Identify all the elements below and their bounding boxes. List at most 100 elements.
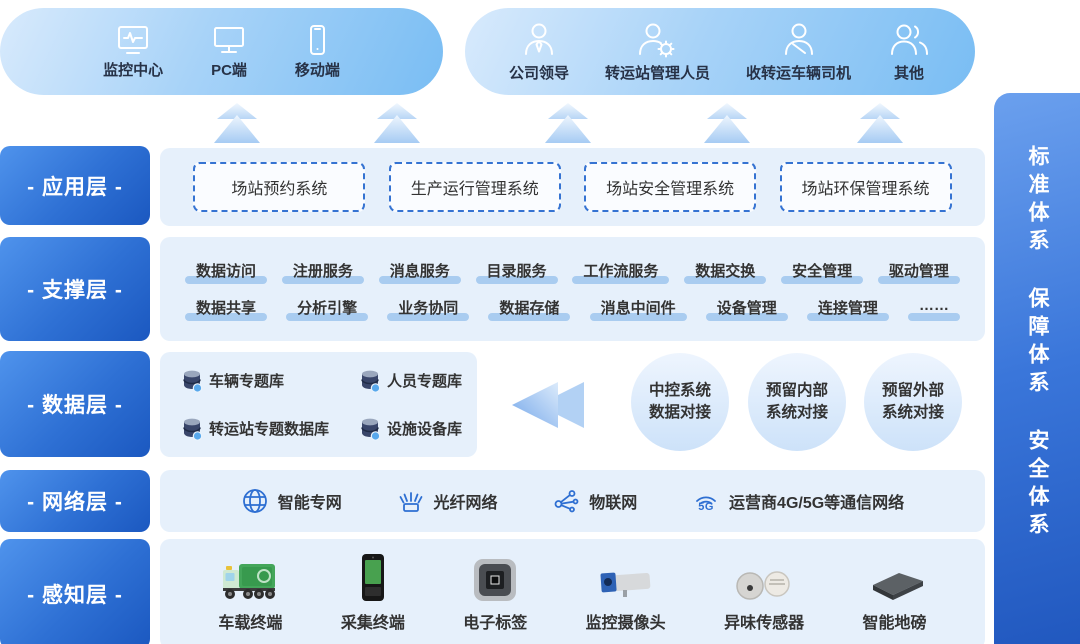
support-service: 驱动管理	[877, 260, 960, 285]
database-item: 人员专题库	[360, 369, 477, 393]
support-service: 安全管理	[781, 260, 864, 285]
device-item: 车载终端	[218, 551, 282, 633]
chip-underline	[475, 276, 558, 285]
chip-underline	[281, 276, 364, 285]
pillar-standard-system: 标准体系	[1026, 145, 1049, 257]
database-label: 设施设备库	[387, 421, 463, 438]
support-layer-panel: 数据访问 注册服务 消息服务 目录服务 工作流服务 数据交换 安全管理 驱动管理…	[160, 237, 985, 341]
system-box: 场站预约系统	[193, 162, 366, 212]
integration-line1: 预留外部	[881, 382, 944, 400]
up-arrow-icon	[545, 103, 591, 143]
chip-underline	[907, 312, 960, 321]
terminal-pc: PC端	[211, 24, 247, 80]
others-icon	[891, 24, 929, 55]
device-label: 监控摄像头	[585, 615, 666, 632]
application-layer-panel: 场站预约系统 生产运行管理系统 场站安全管理系统 场站环保管理系统	[160, 148, 985, 226]
support-service: 分析引擎	[286, 297, 369, 321]
up-arrow-icon	[374, 103, 420, 143]
system-box: 场站安全管理系统	[584, 162, 757, 212]
chip-underline	[589, 312, 687, 321]
integration-line1: 中控系统	[648, 382, 711, 400]
system-box: 生产运行管理系统	[388, 162, 561, 212]
role-label: 其他	[894, 64, 925, 82]
role-station-manager: 转运站管理人员	[605, 21, 710, 83]
chip-underline	[877, 276, 960, 285]
terminal-label: 移动端	[294, 61, 340, 79]
device-item: 监控摄像头	[586, 551, 666, 633]
network-label: 智能专网	[277, 495, 342, 512]
terminal-label: PC端	[211, 61, 247, 79]
layer-label-data: - 数据层 -	[0, 351, 150, 457]
mobile-icon	[310, 24, 326, 55]
support-service: 连接管理	[806, 297, 889, 321]
device-label: 电子标签	[463, 615, 528, 632]
chip-underline	[387, 312, 470, 321]
support-service: 消息中间件	[589, 297, 687, 321]
role-label: 转运站管理人员	[604, 64, 710, 82]
network-item: 光纤网络	[397, 487, 498, 515]
integration-line1: 预留内部	[765, 382, 828, 400]
database-item: 设施设备库	[360, 417, 477, 441]
database-item: 车辆专题库	[182, 369, 360, 393]
network-item: 5G 运营商4G/5G等通信网络	[692, 489, 904, 513]
device-item: 电子标签	[463, 551, 527, 633]
network-layer-panel: 智能专网 光纤网络 物联网	[160, 470, 985, 532]
terminal-label: 监控中心	[103, 61, 164, 79]
support-service: 业务协同	[387, 297, 470, 321]
support-service: 注册服务	[281, 260, 364, 285]
support-service: 设备管理	[705, 297, 788, 321]
network-item: 智能专网	[241, 487, 342, 515]
database-label: 人员专题库	[387, 373, 463, 390]
database-label: 转运站专题数据库	[209, 421, 330, 438]
support-service: 消息服务	[378, 260, 461, 285]
up-arrow-icon	[704, 103, 750, 143]
support-row-1: 数据访问 注册服务 消息服务 目录服务 工作流服务 数据交换 安全管理 驱动管理	[185, 260, 960, 285]
layer-label-support: - 支撑层 -	[0, 237, 150, 341]
support-service: 目录服务	[475, 260, 558, 285]
pillar-guarantee-system: 保障体系	[1026, 287, 1049, 399]
roles-group: 公司领导 转运站管理人员 收转运车辆司机	[465, 8, 975, 95]
leader-icon	[524, 23, 553, 55]
device-label: 车载终端	[218, 615, 283, 632]
role-company-leader: 公司领导	[509, 21, 569, 83]
device-label: 智能地磅	[862, 615, 927, 632]
system-pillars-sidebar: 标准体系 保障体系 安全体系	[994, 93, 1080, 644]
role-vehicle-driver: 收转运车辆司机	[746, 21, 851, 83]
network-label: 运营商4G/5G等通信网络	[729, 495, 905, 512]
support-service: 数据存储	[488, 297, 571, 321]
layer-label-perception: - 感知层 -	[0, 539, 150, 644]
support-row-2: 数据共享 分析引擎 业务协同 数据存储 消息中间件 设备管理 连接管理 ……	[185, 297, 960, 321]
network-item: 物联网	[552, 487, 637, 515]
device-item: 智能地磅	[863, 551, 927, 633]
driver-icon	[784, 23, 813, 55]
iot-icon	[554, 490, 579, 513]
fiveg-badge: 5G	[698, 500, 714, 513]
manager-icon	[639, 23, 675, 57]
chip-underline	[286, 312, 369, 321]
role-label: 收转运车辆司机	[746, 64, 852, 82]
perception-layer-panel: 车载终端 采集终端 电子标签	[160, 539, 985, 644]
support-service: 数据访问	[185, 260, 268, 285]
device-item: 采集终端	[341, 551, 405, 633]
layer-label-network: - 网络层 -	[0, 470, 150, 532]
globe-icon	[242, 489, 267, 513]
terminal-mobile: 移动端	[295, 24, 340, 80]
role-others: 其他	[887, 21, 931, 83]
device-item: 异味传感器	[724, 551, 804, 633]
handheld-terminal-icon	[358, 551, 388, 603]
garbage-truck-icon	[218, 551, 282, 603]
odor-sensor-icon	[735, 551, 793, 603]
integration-circle: 中控系统 数据对接	[631, 353, 729, 451]
layer-label-application: - 应用层 -	[0, 146, 150, 225]
chip-underline	[572, 276, 670, 285]
chip-underline	[705, 312, 788, 321]
device-label: 采集终端	[340, 615, 405, 632]
left-arrow-icon	[512, 382, 584, 428]
support-service: 数据交换	[684, 260, 767, 285]
database-icon	[183, 418, 202, 441]
monitor-icon	[118, 25, 149, 54]
cctv-camera-icon	[597, 551, 655, 603]
up-arrow-icon	[214, 103, 260, 143]
chip-underline	[185, 312, 268, 321]
